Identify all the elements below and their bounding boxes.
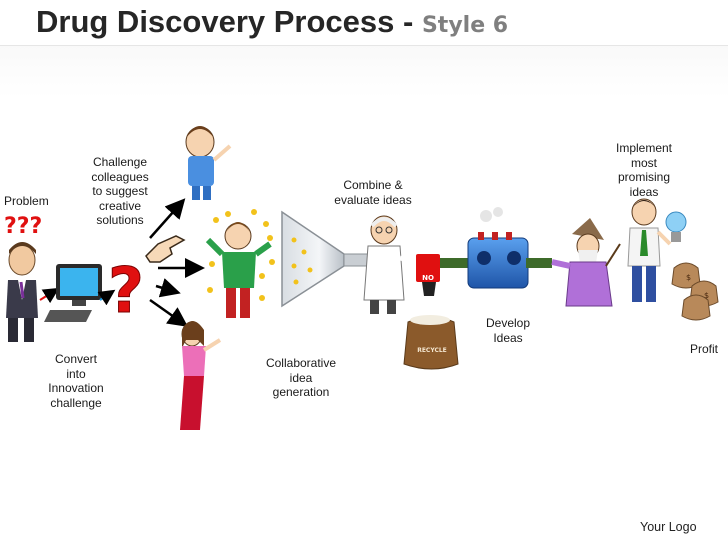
pointing-hand-icon [145,235,186,263]
svg-text:$: $ [704,291,709,300]
problem-person [6,242,38,342]
slide-title: Drug Discovery Process - Style 6 [36,4,508,40]
pipe-out [526,258,552,268]
implementer-person [627,198,672,302]
recycle-stamp: RECYCLE [417,347,447,354]
arrow-short [155,278,181,298]
title-style: Style 6 [421,13,509,38]
computer-arrow [97,289,116,306]
recycle-sack-icon: RECYCLE [403,315,459,370]
title-main: Drug Discovery Process - [36,4,422,39]
no-gate-icon: NO [416,254,440,296]
lightbulb-icon [665,211,687,242]
label-develop: Develop Ideas [485,316,531,345]
svg-text:$: $ [686,273,691,282]
arrow-to-challenger [149,198,186,239]
no-stamp: NO [422,274,434,282]
footer-logo: Your Logo [640,520,697,534]
wizard-person [551,218,621,307]
problem-question-marks: ??? [4,214,42,239]
machine-icon [467,207,529,289]
label-challenge: Challenge colleagues to suggest creative… [91,155,149,227]
label-convert: Convert into Innovation challenge [48,352,104,410]
label-implement: Implement most promising ideas [615,141,673,199]
big-question-icon: ? [108,254,144,327]
money-bags-icon: $ $ [671,262,719,321]
woman-person [180,321,222,430]
lightbulb-cloud-icon [207,209,275,301]
scientist-person [363,215,417,314]
arrow-to-woman [149,298,189,327]
problem-to-computer-arrow [39,287,60,304]
title-bar: Drug Discovery Process - Style 6 [0,0,728,46]
label-problem: Problem [4,194,49,208]
pipe-in [440,258,470,268]
label-collaborative: Collaborative idea generation [265,356,337,399]
label-profit: Profit [690,342,719,356]
challenger-person [185,126,232,200]
collaborator-person [205,222,272,318]
label-combine: Combine & evaluate ideas [334,178,412,207]
computer-icon [44,264,102,322]
funnel-icon [281,210,371,308]
